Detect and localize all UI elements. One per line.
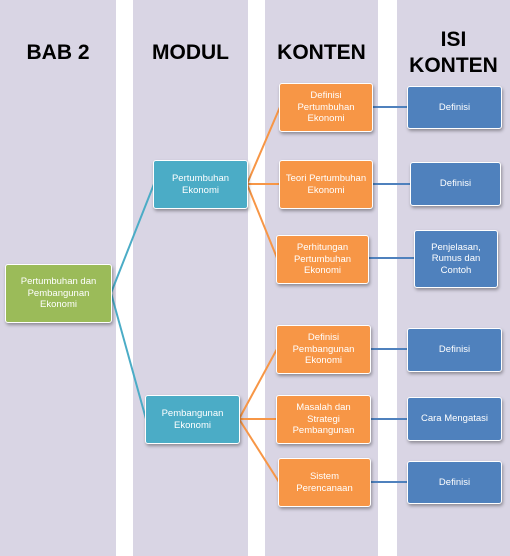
content-node-masalah-strategi: Masalah dan Strategi Pembangunan [276,395,371,444]
content-label: Sistem Perencanaan [296,471,353,494]
link-pembangunan-definisi [238,348,278,420]
header-modul: MODUL [152,41,229,64]
content-node-teori-pertumbuhan: Teori Pertumbuhan Ekonomi [279,160,373,209]
header-konten: KONTEN [277,41,366,64]
isi-node-1: Definisi [407,86,502,129]
content-node-sistem-perencanaan: Sistem Perencanaan [278,458,371,507]
isi-label: Penjelasan, Rumus dan Contoh [431,241,481,276]
link-root-pertumbuhan [110,183,155,294]
isi-label: Definisi [439,178,472,190]
column-modul: MODUL [133,0,248,556]
isi-node-5: Cara Mengatasi [407,397,502,441]
content-node-definisi-pembangunan: Definisi Pembangunan Ekonomi [276,325,371,374]
root-label: Pertumbuhan dan Pembangunan Ekonomi [20,276,97,311]
module-node-pertumbuhan: Pertumbuhan Ekonomi [153,160,248,209]
link-pertumbuhan-definisi [246,106,281,185]
isi-node-4: Definisi [407,328,502,372]
content-label: Masalah dan Strategi Pembangunan [292,402,355,437]
isi-label: Definisi [438,476,471,488]
link-root-pembangunan [110,292,147,420]
content-label: Teori Pertumbuhan Ekonomi [285,173,367,196]
content-label: Definisi Pembangunan Ekonomi [292,332,355,367]
module-label: Pembangunan Ekonomi [161,408,224,431]
content-label: Perhitungan Pertumbuhan Ekonomi [293,242,352,277]
isi-node-2: Definisi [410,162,501,206]
isi-label: Definisi [438,101,471,113]
module-label: Pertumbuhan Ekonomi [171,173,230,196]
link-pembangunan-sistem [238,418,280,483]
isi-label: Cara Mengatasi [420,413,489,425]
header-bab: BAB 2 [26,41,90,64]
root-node: Pertumbuhan dan Pembangunan Ekonomi [5,264,112,323]
isi-node-3: Penjelasan, Rumus dan Contoh [414,230,498,288]
isi-label: Definisi [438,344,471,356]
content-node-perhitungan-pertumbuhan: Perhitungan Pertumbuhan Ekonomi [276,235,369,284]
header-isi-line1: ISI [440,28,467,51]
content-node-definisi-pertumbuhan: Definisi Pertumbuhan Ekonomi [279,83,373,132]
module-node-pembangunan: Pembangunan Ekonomi [145,395,240,444]
header-isi-line2: KONTEN [409,54,498,77]
link-pertumbuhan-perhitungan [246,183,278,259]
content-label: Definisi Pertumbuhan Ekonomi [297,90,355,125]
isi-node-6: Definisi [407,461,502,504]
